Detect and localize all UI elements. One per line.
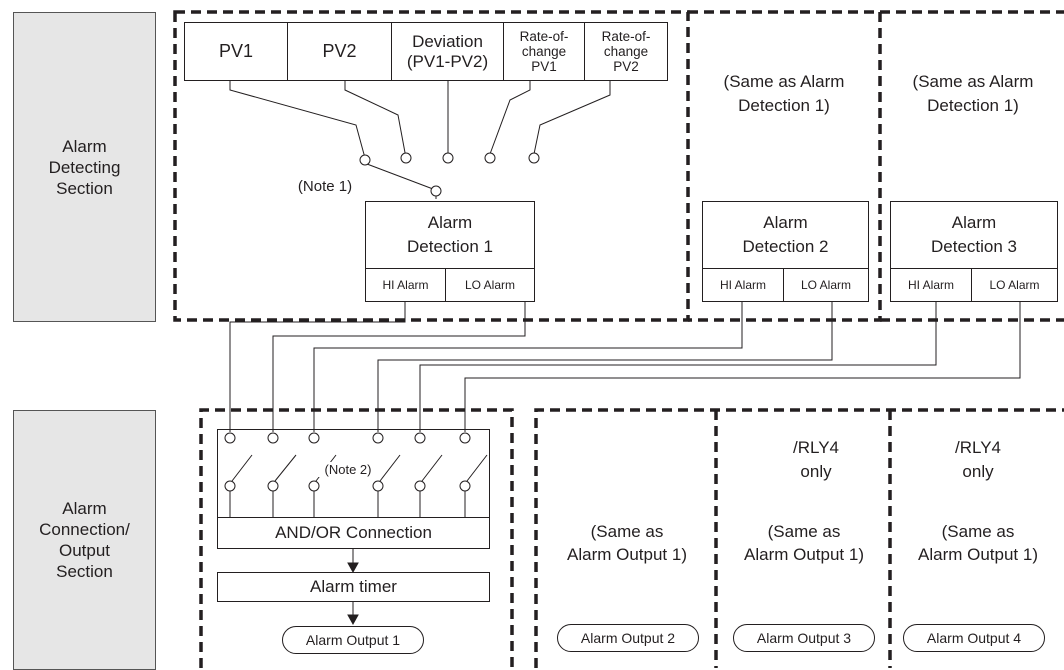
dashed-boundaries [173, 10, 1064, 668]
hi-alarm-1: HI Alarm [365, 268, 446, 302]
alarm-timer: Alarm timer [217, 572, 490, 602]
connection-switches [224, 432, 488, 518]
input-pv2: PV2 [287, 22, 392, 81]
input-rate-of-change-pv2: Rate-of- change PV2 [584, 22, 668, 81]
alarm-detection-3: Alarm Detection 3 [890, 201, 1058, 269]
same-as-output-2: (Same as Alarm Output 1) [567, 522, 687, 564]
input-pv1: PV1 [184, 22, 288, 81]
alarm-output-2: Alarm Output 2 [557, 624, 699, 652]
alarm-output-3: Alarm Output 3 [733, 624, 875, 652]
input-wires [229, 80, 611, 199]
rly4-note-output-4: /RLY4 only [955, 438, 1001, 481]
hi-alarm-3: HI Alarm [890, 268, 972, 302]
alarm-detection-1: Alarm Detection 1 [365, 201, 535, 269]
section-label-detecting: Alarm Detecting Section [13, 12, 156, 322]
same-as-detection-3: (Same as Alarm Detection 1) [912, 72, 1034, 115]
same-as-output-3: (Same as Alarm Output 1) [744, 522, 864, 564]
lo-alarm-1: LO Alarm [445, 268, 535, 302]
input-rate-of-change-pv1: Rate-of- change PV1 [503, 22, 585, 81]
alarm-detection-2: Alarm Detection 2 [702, 201, 869, 269]
note-2: (Note 2) [318, 462, 378, 477]
section-label-output: Alarm Connection/ Output Section [13, 410, 156, 670]
lo-alarm-3: LO Alarm [971, 268, 1058, 302]
and-or-connection: AND/OR Connection [217, 517, 490, 549]
note-1: (Note 1) [297, 178, 353, 195]
hi-alarm-2: HI Alarm [702, 268, 784, 302]
flow-arrows [347, 549, 359, 626]
lo-alarm-2: LO Alarm [783, 268, 869, 302]
selector-terminals [359, 152, 540, 197]
same-as-detection-2: (Same as Alarm Detection 1) [723, 72, 845, 115]
input-deviation: Deviation (PV1-PV2) [391, 22, 504, 81]
alarm-output-1: Alarm Output 1 [282, 626, 424, 654]
same-as-output-4: (Same as Alarm Output 1) [918, 522, 1038, 564]
alarm-output-4: Alarm Output 4 [903, 624, 1045, 652]
alarm-wires [229, 302, 1021, 432]
rly4-note-output-3: /RLY4 only [793, 438, 839, 481]
